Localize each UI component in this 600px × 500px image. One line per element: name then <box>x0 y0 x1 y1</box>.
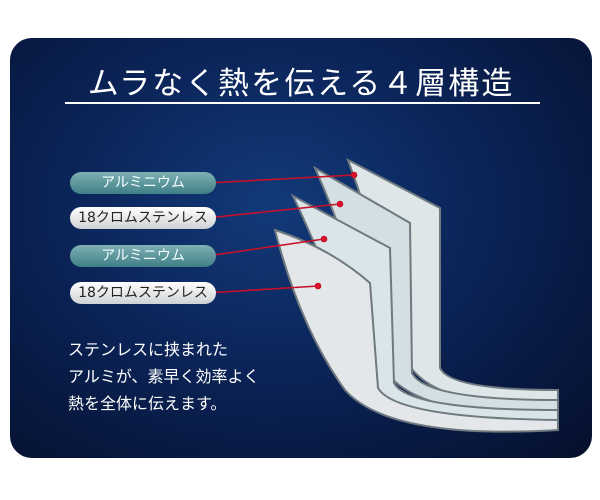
description: ステンレスに挟まれた アルミが、素早く効率よく 熱を全体に伝えます。 <box>68 336 260 417</box>
infographic-panel: ムラなく熱を伝える４層構造 アルミニウム 18クロムステンレス アルミニウム 1… <box>10 38 592 458</box>
layer-label-aluminum-2: アルミニウム <box>70 245 216 267</box>
title-underline <box>65 102 540 104</box>
description-line: ステンレスに挟まれた <box>68 340 229 359</box>
description-line: アルミが、素早く効率よく <box>68 367 260 386</box>
layer-label-stainless-2: 18クロムステンレス <box>70 282 216 304</box>
title: ムラなく熱を伝える４層構造 <box>87 66 515 102</box>
description-line: 熱を全体に伝えます。 <box>68 394 227 413</box>
layer-label-aluminum-1: アルミニウム <box>70 172 216 194</box>
layer-label-stainless-1: 18クロムステンレス <box>70 207 216 229</box>
layer-diagram <box>206 157 559 433</box>
layer-sheet-4 <box>273 228 559 433</box>
